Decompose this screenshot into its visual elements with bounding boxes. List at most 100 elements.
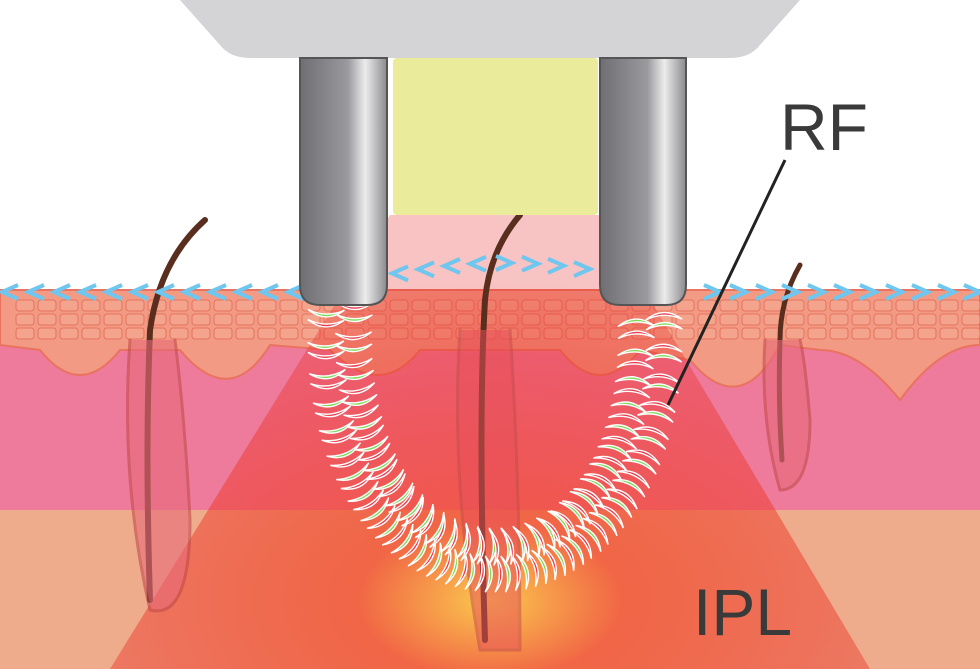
skin-cell xyxy=(37,313,57,326)
surface-chevron xyxy=(257,283,279,301)
surface-chevron xyxy=(413,260,435,279)
skin-cell xyxy=(125,299,145,312)
skin-cell xyxy=(785,327,805,340)
surface-chevron xyxy=(387,264,409,283)
surface-chevron xyxy=(231,283,253,301)
right-electrode xyxy=(599,57,687,306)
skin-cell xyxy=(59,313,79,326)
skin-cell xyxy=(213,327,233,340)
skin-cell xyxy=(103,327,123,340)
skin-cell xyxy=(873,313,893,326)
skin-cell xyxy=(81,299,101,312)
rf-chevron xyxy=(374,485,424,546)
surface-chevron xyxy=(465,254,487,273)
skin-cell xyxy=(939,299,959,312)
surface-chevron xyxy=(49,283,71,301)
rf-chevron xyxy=(601,424,670,450)
skin-cell xyxy=(719,327,739,340)
skin-cell xyxy=(829,313,849,326)
surface-chevron xyxy=(833,283,855,301)
surface-chevron xyxy=(205,283,227,301)
skin-cell xyxy=(873,327,893,340)
rf-chevron xyxy=(307,331,373,360)
skin-cell xyxy=(763,299,783,312)
skin-cell xyxy=(785,313,805,326)
skin-cell xyxy=(257,313,277,326)
rf-chevron xyxy=(593,444,661,475)
rf-chevron xyxy=(617,311,683,340)
skin-cell xyxy=(279,299,299,312)
surface-chevron xyxy=(23,283,45,301)
surface-chevron xyxy=(755,283,777,301)
skin-cell xyxy=(895,313,915,326)
skin-cell xyxy=(169,327,189,340)
skin-cell xyxy=(675,327,695,340)
rf-chevron xyxy=(583,462,650,498)
skin-cell xyxy=(235,299,255,312)
rf-chevron xyxy=(390,496,434,560)
surface-chevron xyxy=(179,283,201,301)
surface-chevron xyxy=(729,283,751,301)
surface-chevron xyxy=(101,283,123,301)
skin-cell xyxy=(191,313,211,326)
surface-chevron xyxy=(859,283,881,301)
skin-cell xyxy=(257,327,277,340)
skin-cell xyxy=(829,327,849,340)
rf-chevron xyxy=(550,501,609,552)
rf-chevron xyxy=(347,458,405,511)
skin-cell xyxy=(103,299,123,312)
ipl-window xyxy=(393,58,598,215)
rf-label: RF xyxy=(780,90,868,164)
skin-cell xyxy=(895,327,915,340)
skin-cell xyxy=(917,299,937,312)
surface-chevron xyxy=(75,283,97,301)
surface-chevron xyxy=(0,283,19,301)
rf-chevron xyxy=(488,527,521,593)
skin-cell xyxy=(125,313,145,326)
skin-cell xyxy=(191,299,211,312)
skin-surface-chevrons xyxy=(0,254,980,301)
skin-cell xyxy=(807,313,827,326)
skin-cell xyxy=(59,327,79,340)
skin-cell xyxy=(939,313,959,326)
skin-cell xyxy=(829,299,849,312)
rf-chevron xyxy=(616,343,683,370)
skin-cell xyxy=(873,299,893,312)
rf-chevron xyxy=(608,400,676,426)
rf-chevron xyxy=(562,491,625,537)
skin-cell xyxy=(37,327,57,340)
skin-cell xyxy=(719,299,739,312)
skin-cell xyxy=(257,299,277,312)
skin-cell xyxy=(37,299,57,312)
skin-cell xyxy=(213,299,233,312)
skin-cell xyxy=(279,327,299,340)
surface-chevron xyxy=(911,283,933,301)
surface-chevron xyxy=(283,283,305,301)
rf-energy-path xyxy=(307,301,683,593)
skin-cell xyxy=(125,327,145,340)
rf-chevron xyxy=(407,506,445,572)
skin-cell xyxy=(169,313,189,326)
rf-chevron xyxy=(573,478,638,518)
rf-chevron xyxy=(537,510,593,566)
rf-chevron xyxy=(525,517,575,576)
rf-chevron xyxy=(336,442,396,490)
skin-cell xyxy=(961,327,980,340)
skin-cell xyxy=(851,327,871,340)
skin-cell xyxy=(917,313,937,326)
skin-cell xyxy=(939,327,959,340)
skin-cell xyxy=(895,299,915,312)
ipl-label: IPL xyxy=(693,575,792,649)
skin-cell xyxy=(741,327,761,340)
surface-chevron xyxy=(807,283,829,301)
rf-chevron xyxy=(326,424,389,468)
surface-chevron xyxy=(521,254,543,273)
skin-cell xyxy=(719,313,739,326)
surface-chevron xyxy=(703,283,725,301)
surface-chevron xyxy=(573,260,595,278)
surface-chevron xyxy=(127,283,149,301)
rf-chevron xyxy=(312,382,378,418)
skin-cell xyxy=(191,327,211,340)
